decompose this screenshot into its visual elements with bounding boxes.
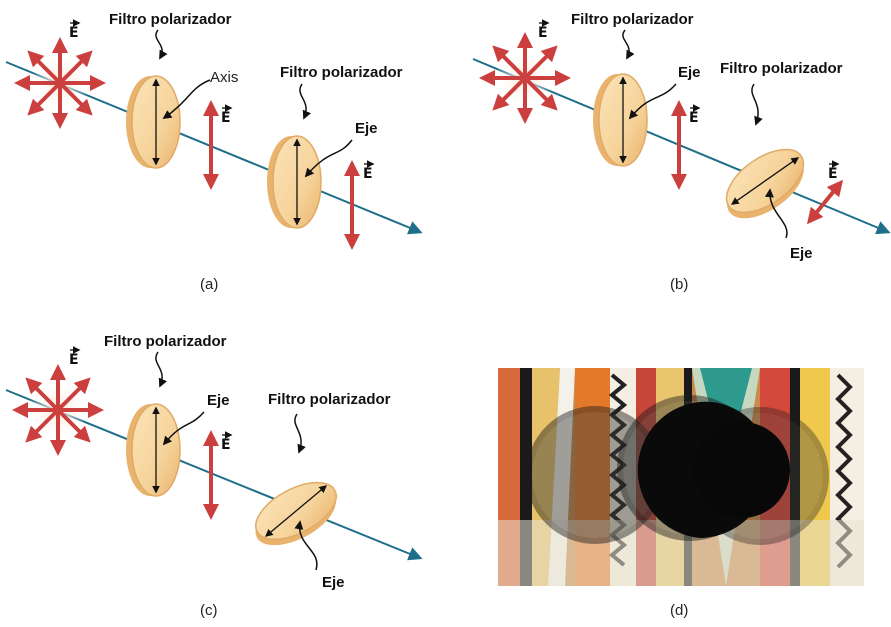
filter-label: Filtro polarizador	[571, 11, 694, 28]
pointer-arrow	[622, 29, 635, 60]
axis-label: Eje	[207, 392, 230, 409]
unpolarized-e-star	[12, 364, 104, 456]
axis-pointer	[764, 188, 788, 239]
axis-label: Eje	[678, 64, 701, 81]
panel-a: E Filtro polarizador Axis E Filtro polar…	[5, 11, 423, 293]
e-field-label: E	[69, 352, 79, 368]
polarizing-filter-2	[267, 135, 322, 229]
e-field-label: E	[221, 437, 231, 453]
panel-d: (d)	[498, 368, 864, 619]
panel-caption: (a)	[200, 276, 218, 293]
transmission-axis	[265, 485, 327, 537]
filter-label: Filtro polarizador	[280, 64, 403, 81]
polarizing-filter-1	[593, 73, 648, 167]
e-field-label: E	[828, 166, 838, 182]
e-field-label: E	[363, 166, 373, 182]
e-vector-after	[806, 179, 844, 225]
axis-label: Axis	[210, 69, 238, 86]
pointer-arrow	[299, 83, 312, 120]
axis-pointer	[628, 83, 677, 120]
panel-c: E Filtro polarizador Eje E Filtro polari…	[5, 333, 423, 619]
pointer-arrow	[155, 351, 168, 388]
axis-pointer	[162, 411, 205, 446]
panel-caption: (c)	[200, 602, 218, 619]
axis-pointer	[304, 139, 353, 178]
polarizing-filter-2	[255, 481, 337, 546]
panel-caption: (d)	[670, 602, 688, 619]
polarizing-filter-1	[126, 403, 181, 497]
unpolarized-e-star	[14, 37, 106, 129]
filter-label: Filtro polarizador	[109, 11, 232, 28]
panel-caption: (b)	[670, 276, 688, 293]
axis-pointer	[294, 520, 318, 571]
axis-label: Eje	[790, 245, 813, 262]
filter-label: Filtro polarizador	[104, 333, 227, 350]
pointer-arrow	[294, 413, 306, 454]
e-field-label: E	[69, 25, 79, 41]
transmission-axis	[730, 157, 800, 205]
e-field-label: E	[538, 25, 548, 41]
polarizing-filter-2	[725, 148, 805, 219]
panel-b: E Filtro polarizador Eje E Filtro polari…	[472, 11, 891, 293]
e-field-label: E	[221, 110, 231, 126]
polarizing-filter-1	[126, 75, 181, 169]
pointer-arrow	[155, 29, 168, 60]
filter-label: Filtro polarizador	[720, 60, 843, 77]
polarizer-photo	[498, 368, 864, 586]
axis-label: Eje	[355, 120, 378, 137]
axis-label: Eje	[322, 574, 345, 591]
e-field-label: E	[689, 110, 699, 126]
axis-pointer	[162, 79, 211, 120]
unpolarized-e-star	[479, 32, 571, 124]
pointer-arrow	[751, 83, 763, 126]
filter-label: Filtro polarizador	[268, 391, 391, 408]
